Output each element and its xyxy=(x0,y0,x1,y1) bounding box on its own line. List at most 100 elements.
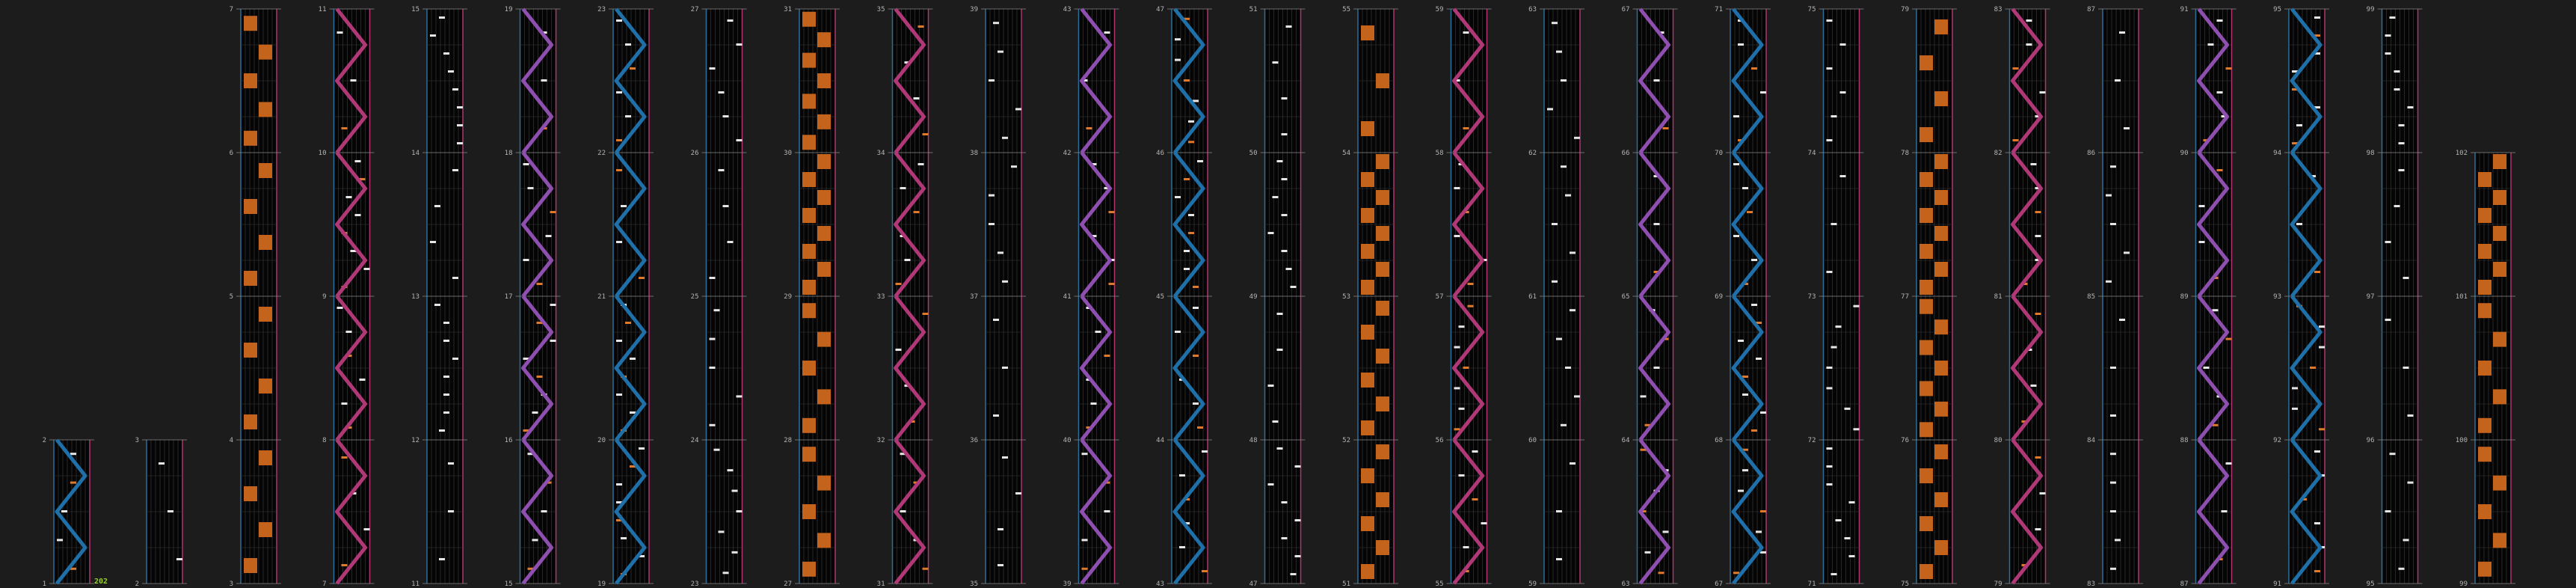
hold-note xyxy=(802,172,816,187)
note xyxy=(167,510,173,512)
note xyxy=(527,187,534,189)
scratch-path xyxy=(1638,7,1670,154)
hold-note xyxy=(1919,340,1933,355)
scratch-path xyxy=(2011,7,2043,154)
note xyxy=(718,91,725,94)
note xyxy=(1570,251,1576,254)
hold-note xyxy=(802,417,816,433)
note xyxy=(2292,88,2298,91)
measure-number: 19 xyxy=(597,581,606,588)
note xyxy=(639,555,645,557)
note xyxy=(727,19,734,22)
note xyxy=(639,277,645,279)
note xyxy=(616,19,622,22)
note xyxy=(527,453,534,456)
note xyxy=(1826,447,1833,450)
note xyxy=(2110,453,2116,456)
measure-number: 30 xyxy=(784,150,792,157)
note xyxy=(2292,407,2298,410)
note xyxy=(1844,537,1851,539)
note xyxy=(2124,251,2130,254)
note xyxy=(709,423,716,426)
note xyxy=(1830,573,1837,575)
lane-column xyxy=(1632,7,1678,585)
measure-number: 27 xyxy=(691,6,699,13)
measure-number: 87 xyxy=(2087,6,2095,13)
note xyxy=(1281,501,1288,503)
note xyxy=(1002,136,1008,139)
note xyxy=(2296,124,2302,126)
note xyxy=(2198,241,2205,243)
note xyxy=(1756,530,1762,533)
note xyxy=(1011,165,1017,168)
note xyxy=(1556,510,1562,512)
note xyxy=(1267,232,1274,234)
measure-number: 46 xyxy=(1156,150,1164,157)
note xyxy=(345,331,352,333)
measure-number: 95 xyxy=(2273,6,2281,13)
note xyxy=(2221,510,2228,512)
note xyxy=(2314,52,2320,55)
note xyxy=(904,61,911,64)
note xyxy=(1175,38,1181,41)
note xyxy=(1454,187,1460,189)
note xyxy=(1574,136,1580,139)
note xyxy=(1184,250,1190,252)
measure-number: 9 xyxy=(322,293,326,301)
note xyxy=(621,205,627,207)
note xyxy=(350,79,357,82)
lane-column xyxy=(795,8,840,584)
note xyxy=(1104,510,1110,512)
note xyxy=(2314,34,2320,37)
note xyxy=(1547,108,1553,111)
measure-number: 50 xyxy=(1249,150,1258,157)
hold-note xyxy=(802,303,816,319)
note xyxy=(2394,205,2400,207)
note xyxy=(718,169,725,171)
note xyxy=(2030,385,2037,387)
note xyxy=(1193,355,1199,357)
measure-number: 85 xyxy=(2087,293,2095,301)
measure-number: 10 xyxy=(319,150,327,157)
note xyxy=(1281,133,1288,135)
note xyxy=(2106,280,2112,283)
hold-note xyxy=(1919,55,1933,70)
note xyxy=(1294,555,1301,557)
note xyxy=(359,178,366,180)
note xyxy=(527,567,534,570)
note xyxy=(1267,385,1274,387)
note xyxy=(1272,420,1279,423)
hold-note xyxy=(2478,447,2492,462)
hold-note xyxy=(817,73,831,88)
note xyxy=(2385,241,2391,243)
note xyxy=(989,223,995,225)
scratch-path xyxy=(2290,7,2323,154)
hold-note xyxy=(2493,389,2506,405)
measure-number: 17 xyxy=(505,293,513,301)
note xyxy=(536,322,543,324)
note xyxy=(70,453,76,456)
measure-number: 56 xyxy=(1436,437,1444,444)
note xyxy=(1826,67,1833,70)
note xyxy=(1839,43,1846,46)
hold-note xyxy=(2478,208,2492,223)
note xyxy=(1188,232,1194,234)
note xyxy=(439,16,445,19)
note xyxy=(434,304,440,306)
note xyxy=(900,510,906,512)
note xyxy=(336,307,343,309)
lane-column xyxy=(236,8,281,584)
scratch-path xyxy=(1731,438,1764,585)
scratch-path xyxy=(1638,151,1670,298)
note xyxy=(2389,16,2396,19)
note xyxy=(443,322,449,324)
measure-number: 66 xyxy=(1622,150,1630,157)
note xyxy=(452,277,458,279)
hold-note xyxy=(1376,226,1389,241)
note xyxy=(2212,309,2219,312)
hold-note xyxy=(1376,190,1389,205)
measure-number: 75 xyxy=(1808,6,1816,13)
note xyxy=(341,127,348,129)
note xyxy=(341,456,348,459)
hold-note xyxy=(2478,244,2492,259)
